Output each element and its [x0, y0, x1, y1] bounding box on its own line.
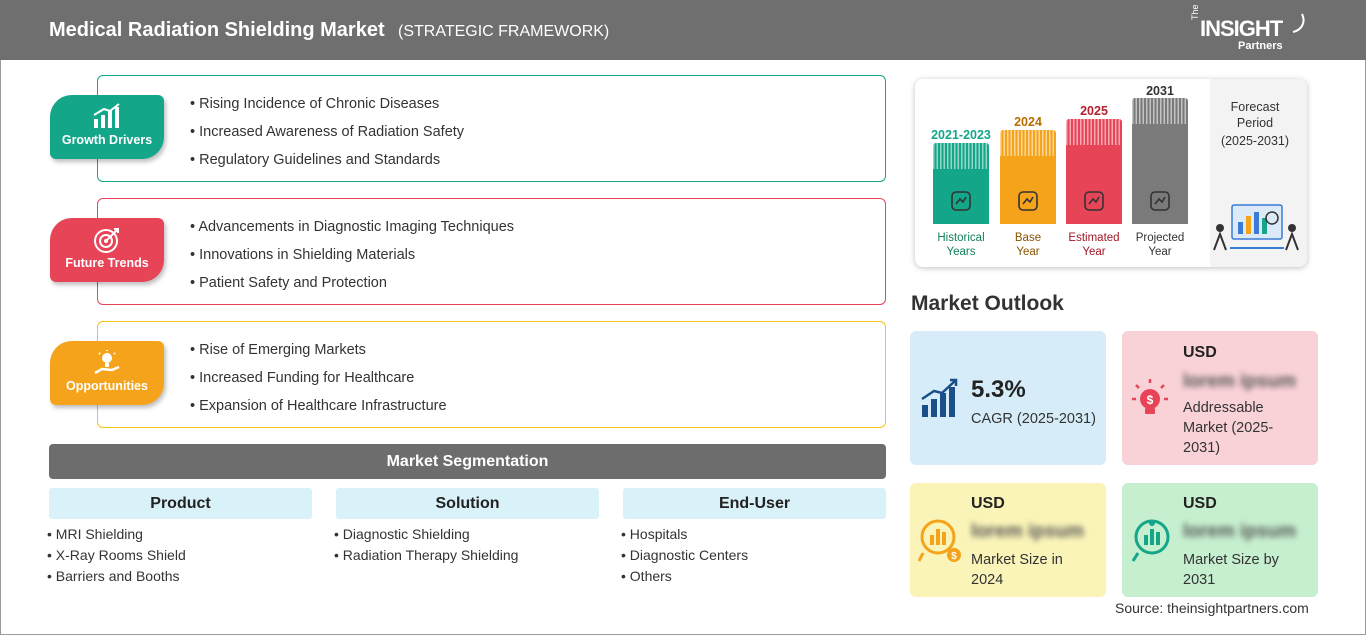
timeline-caption-line-2: Year [1082, 246, 1106, 258]
timeline-caption-line-1: Base [1014, 232, 1042, 244]
growth-drivers-card: Rising Incidence of Chronic Diseases Inc… [97, 75, 886, 182]
money-chart-icon [1131, 519, 1170, 562]
svg-text:$: $ [1147, 393, 1154, 407]
page-subtitle: (STRATEGIC FRAMEWORK) [398, 23, 610, 40]
market-size-2024-tile: $ USD lorem ipsum Market Size in 2024 [910, 483, 1106, 597]
future-trends-badge[interactable]: Future Trends [50, 218, 164, 282]
list-item: Advancements in Diagnostic Imaging Techn… [190, 218, 514, 246]
opportunities-label: Opportunities [66, 379, 148, 393]
segment-list-product: MRI Shielding X-Ray Rooms Shield Barrier… [47, 524, 186, 587]
opportunities-list: Rise of Emerging Markets Increased Fundi… [190, 341, 447, 425]
forecast-range: (2025-2031) [1220, 134, 1290, 148]
list-item: Hospitals [621, 524, 748, 545]
list-item: Diagnostic Centers [621, 545, 748, 566]
insight-partners-logo[interactable]: The INSIGHT Partners [1190, 4, 1310, 54]
source-credit: Source: theinsightpartners.com [1115, 600, 1309, 616]
logo-swoosh-icon [1292, 13, 1305, 33]
segment-list-solution: Diagnostic Shielding Radiation Therapy S… [334, 524, 519, 566]
lightbulb-dollar-icon: $ [1132, 379, 1168, 414]
size-2024-label: Market Size in 2024 [971, 552, 1063, 588]
money-chart-icon: $ [918, 519, 961, 562]
list-item: Expansion of Healthcare Infrastructure [190, 397, 446, 425]
timeline-caption-line-1: Estimated [1068, 232, 1120, 244]
size-2024-currency: USD [971, 495, 1005, 512]
timeline-bar [1132, 98, 1188, 224]
analyst-dashboard-illustration-icon [1213, 204, 1299, 251]
list-item: Diagnostic Shielding [334, 524, 518, 545]
list-item: Innovations in Shielding Materials [190, 246, 514, 274]
list-item: Rising Incidence of Chronic Diseases [190, 95, 464, 123]
list-item: MRI Shielding [47, 524, 186, 545]
forecast-line-1: Forecast [1230, 100, 1280, 114]
history-icon [951, 191, 971, 211]
addressable-label: Addressable Market (2025-2031) [1183, 400, 1274, 456]
market-size-2031-tile: USD lorem ipsum Market Size by 2031 [1122, 483, 1318, 597]
timeline-year-label: 2024 [1014, 115, 1042, 129]
growth-chart-icon [93, 103, 120, 128]
opportunities-badge[interactable]: Opportunities [50, 341, 164, 405]
forecast-line-2: Period [1236, 116, 1274, 130]
timeline-caption-line-2: Year [1148, 246, 1172, 258]
market-segmentation-bar: Market Segmentation [49, 444, 886, 479]
list-item: Rise of Emerging Markets [190, 341, 447, 369]
lightbulb-hand-icon [94, 350, 120, 375]
presentation-icon [1150, 191, 1170, 211]
size-2031-label: Market Size by 2031 [1183, 552, 1279, 588]
list-item: X-Ray Rooms Shield [47, 545, 186, 566]
market-outlook-title: Market Outlook [911, 292, 1064, 315]
list-item: Radiation Therapy Shielding [334, 545, 519, 566]
segment-header-solution: Solution [336, 488, 599, 519]
timeline-bar [933, 143, 989, 224]
list-item: Increased Funding for Healthcare [190, 369, 447, 397]
target-icon [94, 228, 119, 253]
future-trends-list: Advancements in Diagnostic Imaging Techn… [190, 218, 514, 302]
timeline-bar [1066, 119, 1122, 224]
segment-header-product: Product [49, 488, 312, 519]
timeline-year-label: 2025 [1080, 104, 1108, 118]
cagr-tile: 5.3% CAGR (2025-2031) [910, 331, 1106, 465]
size-2031-currency: USD [1183, 495, 1217, 512]
growth-drivers-label: Growth Drivers [61, 133, 153, 147]
size-2024-value: lorem ipsum [971, 521, 1084, 542]
timeline-caption-line-1: Projected [1135, 232, 1185, 244]
segment-list-end-user: Hospitals Diagnostic Centers Others [621, 524, 748, 587]
gears-icon [1084, 191, 1104, 211]
list-item: Regulatory Guidelines and Standards [190, 151, 464, 179]
timeline-bar [1000, 130, 1056, 224]
list-item: Barriers and Booths [47, 566, 186, 587]
logo-partners: Partners [1238, 40, 1283, 52]
timeline-caption-line-2: Years [946, 246, 976, 258]
cagr-label: CAGR (2025-2031) [971, 411, 1096, 427]
growth-drivers-list: Rising Incidence of Chronic Diseases Inc… [190, 95, 464, 179]
page-title: Medical Radiation Shielding Market [49, 19, 385, 41]
logo-the: The [1190, 4, 1200, 20]
logo-insight: INSIGHT [1200, 16, 1283, 41]
list-item: Others [621, 566, 748, 587]
addressable-value: lorem ipsum [1183, 371, 1296, 392]
addressable-market-tile: $ USD lorem ipsum Addressable Market (20… [1122, 331, 1318, 465]
size-2031-value: lorem ipsum [1183, 521, 1296, 542]
timeline-caption-line-1: Historical [937, 232, 985, 244]
list-item: Patient Safety and Protection [190, 274, 514, 302]
future-trends-card: Advancements in Diagnostic Imaging Techn… [97, 198, 886, 305]
timeline-year-label: 2031 [1146, 84, 1174, 98]
svg-text:$: $ [951, 551, 957, 562]
future-trends-label: Future Trends [65, 256, 149, 270]
growth-drivers-badge[interactable]: Growth Drivers [50, 95, 164, 159]
growth-chart-icon [921, 378, 958, 417]
header-bar: Medical Radiation Shielding Market (STRA… [0, 0, 1366, 60]
calendar-icon [1018, 191, 1038, 211]
timeline-caption-line-2: Year [1016, 246, 1040, 258]
list-item: Increased Awareness of Radiation Safety [190, 123, 464, 151]
addressable-currency: USD [1183, 344, 1217, 361]
cagr-value: 5.3% [971, 376, 1026, 403]
segment-header-end-user: End-User [623, 488, 886, 519]
opportunities-card: Rise of Emerging Markets Increased Fundi… [97, 321, 886, 428]
timeline-year-label: 2021-2023 [931, 128, 991, 142]
